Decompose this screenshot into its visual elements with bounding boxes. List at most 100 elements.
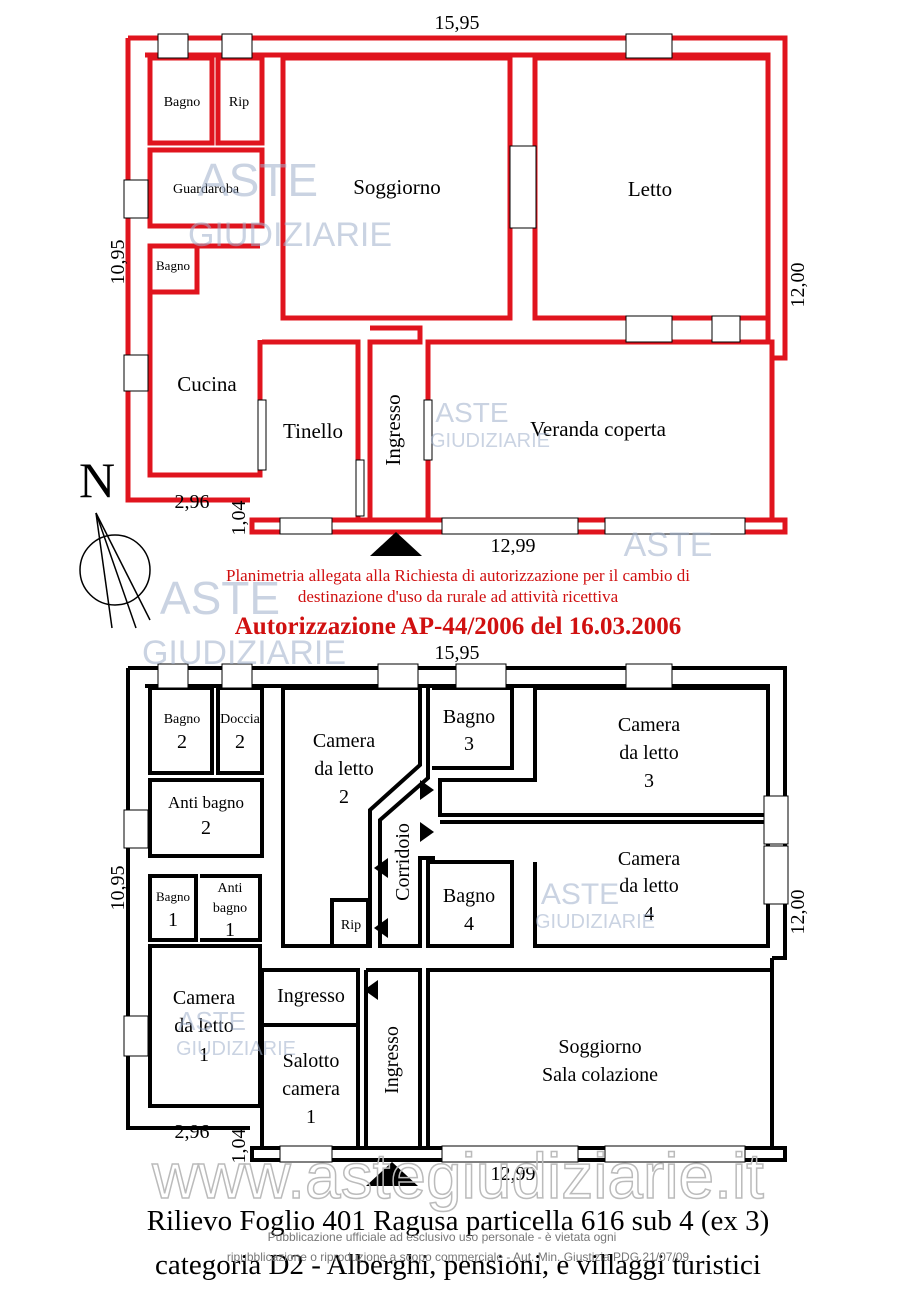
original-window [355,459,365,517]
original-window [157,33,189,59]
original-dim-step-v: 1,04 [228,501,250,536]
new-dim-bottom: 12,99 [491,1163,536,1185]
original-label-veranda: Veranda coperta [530,417,667,441]
label-antibagno-2-num: 2 [201,817,211,839]
original-label-ingresso: Ingresso [381,394,405,465]
label-bagno-4: Bagno [443,885,495,907]
original-window [625,33,673,59]
new-window [455,663,507,689]
original-window [221,33,253,59]
door-marker-icon [364,980,378,1000]
original-label-letto: Letto [628,177,672,201]
original-window [257,399,267,471]
original-wall [280,55,513,321]
original-dim-right: 12,00 [787,263,809,308]
original-label-rip: Rip [229,95,249,110]
compass-needle-icon [95,512,137,629]
door-marker-icon [374,858,388,878]
new-wall [364,968,422,1148]
new-wall [426,860,514,948]
original-dim-top: 15,95 [435,12,480,34]
label-camera-1: Camera [173,987,235,1009]
label-camera-3: Camera [618,714,680,736]
new-dim-top: 15,95 [435,642,480,664]
original-window [625,315,673,343]
new-window [221,663,253,689]
watermark-logo-top: ASTE [624,526,713,564]
new-window [763,795,789,845]
label-camera-2b: da letto [314,758,373,780]
new-window [157,663,189,689]
new-window [279,1145,333,1163]
footer: Rilievo Foglio 401 Ragusa particella 616… [147,1205,770,1281]
label-camera-3b: da letto [619,742,678,764]
original-window [711,315,741,343]
original-label-bagno: Bagno [164,95,201,110]
label-camera-4b: da letto [619,875,678,897]
label-ingresso-small: Ingresso [277,985,345,1007]
door-marker-icon [420,780,434,800]
new-window [604,1145,746,1163]
original-room-labels: Bagno Rip Guardaroba Bagno Soggiorno Let… [156,95,672,466]
watermark-logo-bottom: GIUDIZIARIE [430,430,550,452]
caption: Planimetria allegata alla Richiesta di a… [226,566,690,640]
new-dim-step-h: 2,96 [175,1121,210,1143]
original-label-cucina: Cucina [177,372,237,396]
original-wall [147,55,215,146]
original-label-soggiorno: Soggiorno [353,175,441,199]
door-markers [364,780,434,1000]
new-entrance-arrow [366,1162,418,1186]
label-bagno-3-num: 3 [464,733,474,755]
watermark-logo-top: ASTE [541,878,619,911]
label-corridoio: Corridoio [392,823,414,901]
new-wall [426,968,774,1150]
north-arrow: N [79,452,151,629]
new-dimensions: 15,95 10,95 12,00 12,99 2,96 1,04 [107,642,809,1185]
watermark-logo-top: ASTE [178,1006,246,1036]
original-wall [147,147,265,229]
original-window [279,517,333,535]
label-bagno-2: Bagno [164,712,201,727]
footer-line2: categoria D2 - Alberghi, pensioni, e vil… [155,1249,761,1281]
door-marker-icon [374,918,388,938]
original-window [604,517,746,535]
new-wall [148,686,214,775]
new-dim-step-v: 1,04 [228,1129,250,1164]
label-salotto: Salotto [283,1050,340,1072]
watermark-logo-top: ASTE [198,154,318,206]
north-label: N [79,452,115,508]
new-wall [281,686,422,948]
original-window [423,399,433,461]
original-window [123,354,149,392]
watermark-logo-bottom: GIUDIZIARIE [176,1038,296,1060]
new-wall [432,686,514,770]
watermark-notice-line2: ripubblicazione o riproduzione a scopo c… [227,1250,690,1264]
label-camera-4-num: 4 [644,903,654,925]
new-wall [148,874,198,942]
compass-needle-icon [95,512,113,629]
new-window [441,1145,579,1163]
label-camera-3-num: 3 [644,770,654,792]
label-bagno-3: Bagno [443,706,495,728]
compass-circle-icon [79,534,151,606]
watermark-logo-bottom: GIUDIZIARIE [142,634,346,672]
original-wall [367,325,423,520]
label-doccia-2-num: 2 [235,731,245,753]
caption-line2: destinazione d'uso da rurale ad attività… [298,587,619,606]
original-wall [147,243,263,478]
new-dim-left: 10,95 [107,866,129,911]
new-window [625,663,673,689]
label-antibagno-1b: bagno [213,901,247,916]
new-window [763,845,789,905]
new-wall [440,820,770,948]
caption-line1: Planimetria allegata alla Richiesta di a… [226,566,690,585]
watermark-logo-top: ASTE [435,397,508,428]
label-ingresso: Ingresso [381,1026,403,1094]
label-bagno-1: Bagno [156,889,190,904]
label-antibagno-2: Anti bagno [168,793,244,812]
watermark-website: www.astegiudiziarie.it [151,1140,764,1212]
watermark-logo-top: ASTE [160,572,280,624]
new-wall [200,874,262,942]
new-window [123,809,149,849]
